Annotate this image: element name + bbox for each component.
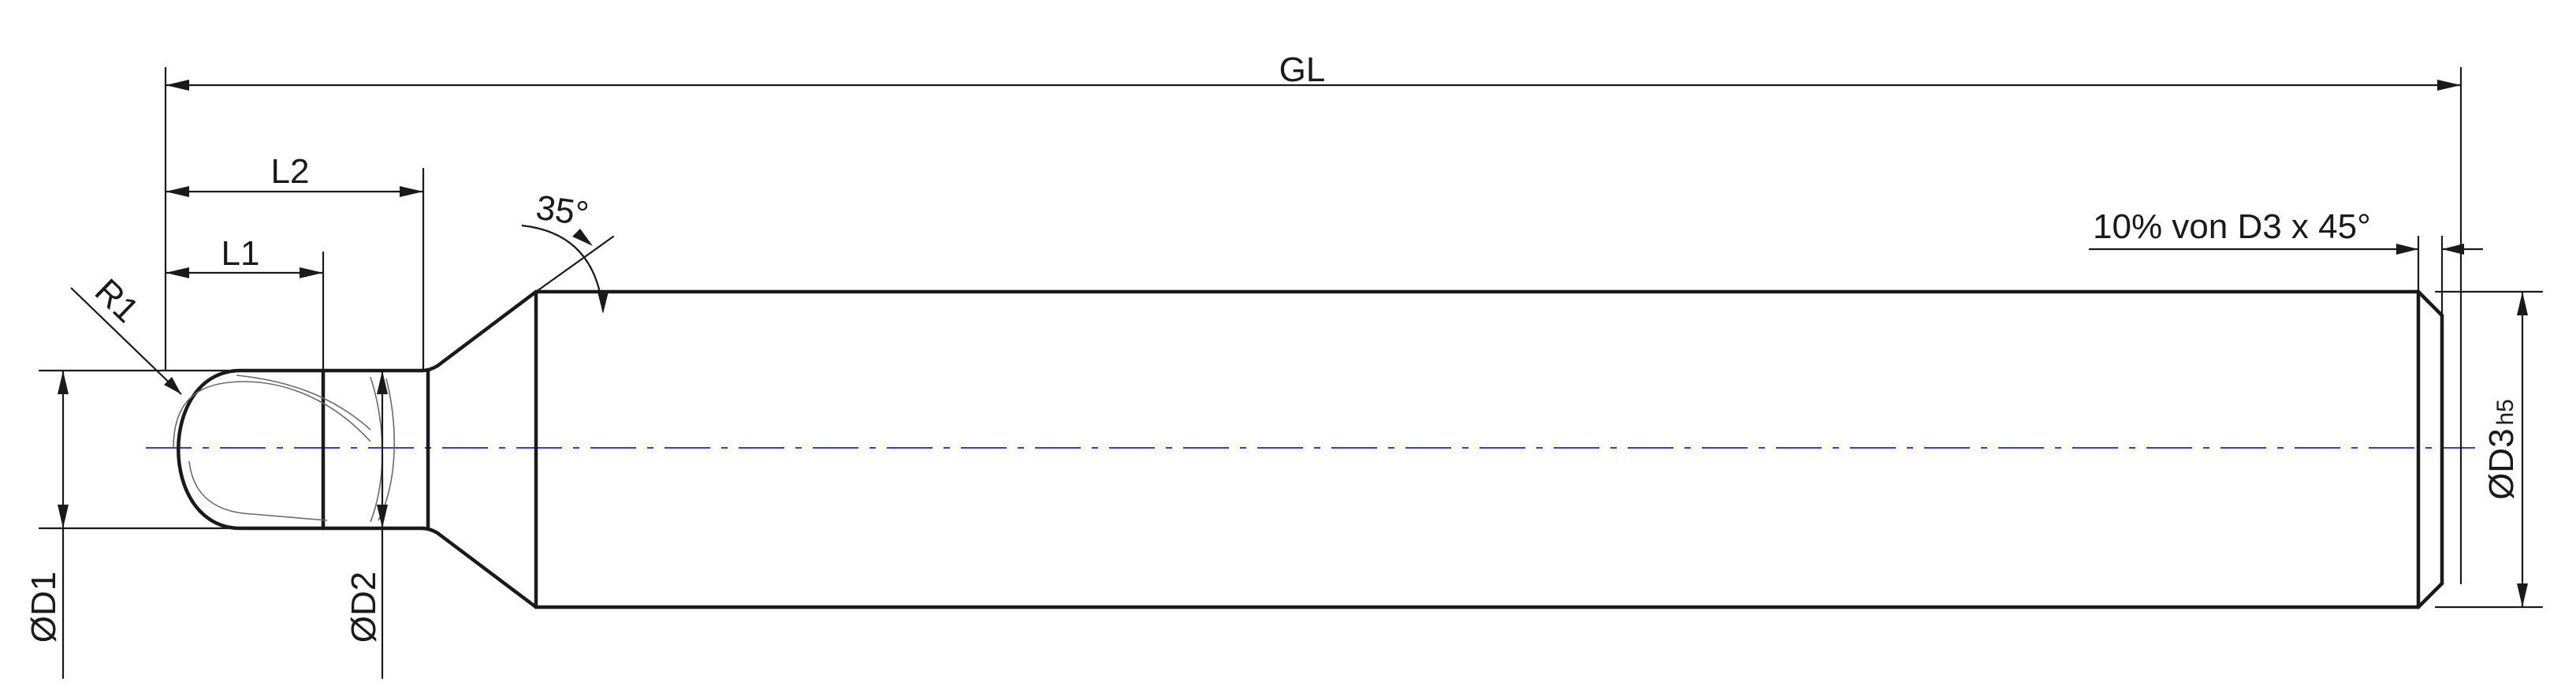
- d3-label: ØD3h5: [2482, 399, 2521, 500]
- l2-dimension: L2: [166, 152, 425, 372]
- gl-label: GL: [1279, 50, 1326, 89]
- cone-bottom: [435, 531, 538, 609]
- d2-label: ØD2: [344, 572, 383, 643]
- l1-label: L1: [221, 234, 260, 273]
- l1-dimension: L1: [166, 234, 325, 372]
- chamfer-note: 10% von D3 x 45°: [2093, 207, 2371, 246]
- d3-dimension: ØD3h5: [2434, 290, 2544, 609]
- r1-label: R1: [87, 271, 147, 330]
- d1-dimension: ØD1: [24, 369, 242, 680]
- chamfer-top: [2416, 289, 2444, 318]
- angle-dimension: 35°: [521, 188, 615, 314]
- d2-dimension: ØD2: [344, 371, 388, 680]
- gl-dimension: GL: [164, 50, 2462, 585]
- angle-label: 35°: [534, 188, 591, 234]
- l2-label: L2: [271, 152, 310, 191]
- flute-detail: [173, 375, 396, 523]
- tool-outline: [177, 289, 2444, 609]
- ball-head: [177, 368, 326, 531]
- d1-label: ØD1: [24, 572, 63, 643]
- chamfer-bottom: [2416, 581, 2444, 609]
- cone-top: [435, 289, 538, 368]
- d3-tolerance: h5: [2492, 399, 2518, 425]
- chamfer-dimension: 10% von D3 x 45°: [2089, 207, 2483, 317]
- d3-main: ØD3: [2482, 428, 2521, 499]
